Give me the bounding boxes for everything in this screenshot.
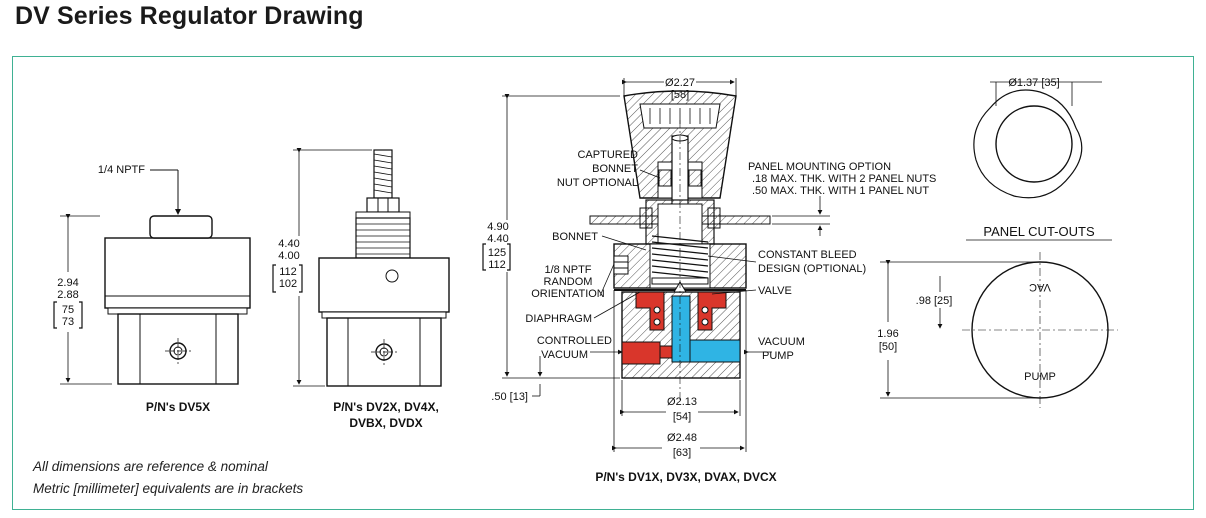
- mid-dia: Ø2.13: [667, 396, 697, 408]
- cutout-small-dia: Ø1.37 [35]: [1008, 77, 1059, 89]
- captured-bonnet-line2: BONNET: [592, 163, 638, 175]
- dv5x-height-mm: 75: [62, 304, 74, 316]
- controlled-vacuum-line2: VACUUM: [541, 349, 588, 361]
- bonnet-label: BONNET: [552, 231, 598, 243]
- dv5x-height-mm-min: 73: [62, 316, 74, 328]
- nptf-line1: 1/8 NPTF: [544, 264, 591, 276]
- dv2x-height-mm-min: 102: [279, 278, 297, 290]
- panel-mounting-line3: .50 MAX. THK. WITH 1 PANEL NUT: [752, 185, 929, 197]
- cutout-offset: .98 [25]: [916, 295, 953, 307]
- captured-bonnet-line1: CAPTURED: [577, 149, 638, 161]
- vacuum-pump-line1: VACUUM: [758, 336, 805, 348]
- cutout-dia-mm: [50]: [879, 341, 897, 353]
- base-dia-mm: [63]: [673, 447, 691, 459]
- constant-bleed-line1: CONSTANT BLEED: [758, 249, 857, 261]
- dv5x-port-label: 1/4 NPTF: [98, 164, 145, 176]
- dv2x-view: [272, 148, 450, 387]
- dv5x-view: [53, 169, 251, 385]
- dv1x-height-in-min: 4.40: [487, 233, 508, 245]
- diaphragm-label: DIAPHRAGM: [525, 313, 592, 325]
- panel-mounting-line1: PANEL MOUNTING OPTION: [748, 161, 891, 173]
- dv1x-top-dia-mm: [58]: [671, 89, 689, 101]
- dv1x-top-dia: Ø2.27: [665, 77, 695, 89]
- nptf-line3: ORIENTATION: [531, 288, 605, 300]
- dv2x-height-in-min: 4.00: [278, 250, 299, 262]
- captured-bonnet-line3: NUT OPTIONAL: [557, 177, 638, 189]
- page-title: DV Series Regulator Drawing: [15, 2, 364, 30]
- dv5x-height-in-min: 2.88: [57, 289, 78, 301]
- panel-cutouts: [880, 81, 1118, 408]
- cutouts-heading: PANEL CUT-OUTS: [983, 224, 1095, 239]
- dv1x-height-mm: 125: [488, 247, 506, 259]
- dv2x-caption-line1: P/N's DV2X, DV4X,: [333, 400, 439, 414]
- note-metric: Metric [millimeter] equivalents are in b…: [33, 481, 304, 496]
- nptf-line2: RANDOM: [544, 276, 593, 288]
- cutout-dia-in: 1.96: [877, 328, 898, 340]
- constant-bleed-line2: DESIGN (OPTIONAL): [758, 263, 866, 275]
- dv5x-caption: P/N's DV5X: [146, 400, 210, 414]
- dv1x-caption: P/N's DV1X, DV3X, DVAX, DVCX: [595, 470, 776, 484]
- cutout-pump-label: PUMP: [1024, 371, 1056, 383]
- controlled-vacuum-line1: CONTROLLED: [537, 335, 612, 347]
- mid-dia-mm: [54]: [673, 411, 691, 423]
- vacuum-pump-line2: PUMP: [762, 350, 794, 362]
- dv1x-section: [482, 78, 830, 452]
- dv2x-caption-line2: DVBX, DVDX: [349, 416, 422, 430]
- note-reference: All dimensions are reference & nominal: [33, 459, 268, 474]
- valve-label: VALVE: [758, 285, 792, 297]
- cutout-vac-label: VAC: [1029, 281, 1051, 293]
- dv1x-height-mm-min: 112: [488, 259, 506, 271]
- dv2x-height-in: 4.40: [278, 238, 299, 250]
- bottom-offset: .50 [13]: [491, 391, 528, 403]
- dv2x-height-mm: 112: [279, 266, 297, 278]
- dv1x-height-in: 4.90: [487, 221, 508, 233]
- base-dia: Ø2.48: [667, 432, 697, 444]
- panel-mounting-line2: .18 MAX. THK. WITH 2 PANEL NUTS: [752, 173, 936, 185]
- dv5x-height-in: 2.94: [57, 277, 78, 289]
